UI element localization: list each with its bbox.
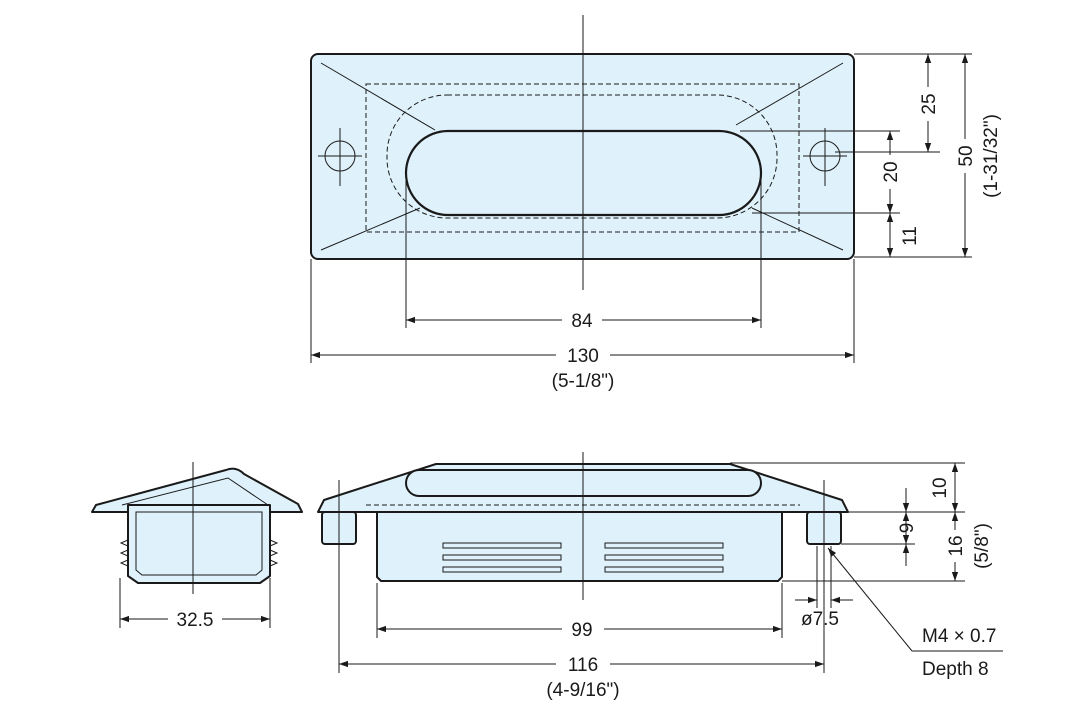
dim-flange-height: 10 [930,477,951,498]
dim-overall-width: 50 [956,145,977,166]
dim-body-depth-inch: (5/8") [972,523,993,569]
top-view-extension-lines [310,53,972,363]
dim-boss-pitch: 116 [568,655,598,676]
dim-recess-to-edge: 11 [900,226,921,246]
dim-boss-pitch-inch: (4-9/16") [546,680,619,701]
thread-depth: Depth 8 [922,659,989,680]
dim-opening-length: 84 [571,311,593,332]
top-view-hidden-recess [386,94,778,219]
dim-body-length: 99 [571,620,592,641]
thread-spec: M4 × 0.7 [922,626,996,647]
dim-boss-height: 9 [897,523,918,534]
front-view-body [376,511,783,582]
side-view-body [127,504,271,584]
hole-centerlines [318,128,847,186]
dim-edge-to-recess: 25 [919,93,940,114]
side-view-ribs [119,539,279,567]
dim-overall-length-inch: (5-1/8") [552,371,615,392]
side-view: 32.5 [91,462,303,631]
dim-overall-length: 130 [567,346,599,367]
dim-body-depth: 16 [946,535,967,556]
dim-overall-width-inch: (1-31/32") [981,114,1002,198]
dim-side-width: 32.5 [177,610,214,631]
top-view-chamfer-lines [320,62,844,251]
front-view: 99 116 (4-9/16") ø7.5 10 9 16 (5/8") M4 … [317,452,1003,701]
top-view: 84 130 (5-1/8") 25 20 11 50 (1-31/32") [310,15,1002,392]
dim-boss-diameter: ø7.5 [801,609,839,630]
front-view-slots [442,542,724,573]
dim-recess-width: 20 [881,161,902,182]
